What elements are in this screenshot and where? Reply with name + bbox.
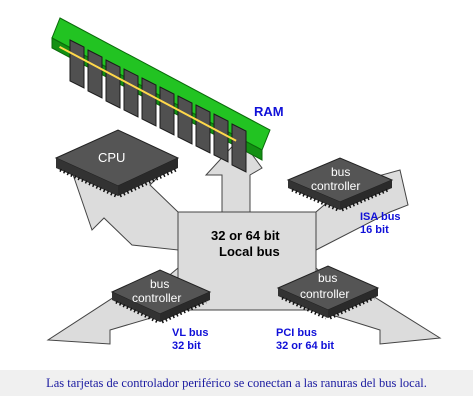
isa-controller-chip — [286, 157, 394, 212]
vl-chip-line2: controller — [132, 291, 181, 305]
pc-bus-diagram: RAM CPU 32 or 64 bit Local bus bus contr… — [46, 17, 442, 352]
pci-bus-width: 32 or 64 bit — [276, 340, 334, 352]
pci-chip-line1: bus — [318, 271, 337, 285]
isa-chip-line2: controller — [311, 179, 360, 193]
caption-bar: Las tarjetas de controlador periférico s… — [0, 370, 473, 396]
pci-controller-chip — [276, 265, 380, 320]
vl-bus-name: VL bus — [172, 327, 208, 339]
vl-bus-width: 32 bit — [172, 340, 201, 352]
vl-controller-chip — [110, 269, 212, 324]
isa-chip-line1: bus — [331, 165, 350, 179]
isa-bus-width: 16 bit — [360, 224, 389, 236]
ram-module — [51, 17, 271, 173]
local-bus-line2: Local bus — [219, 244, 280, 259]
figure-caption: Las tarjetas de controlador periférico s… — [46, 375, 427, 390]
local-bus-line1: 32 or 64 bit — [211, 228, 280, 243]
ram-label: RAM — [254, 104, 284, 119]
isa-bus-name: ISA bus — [360, 211, 401, 223]
cpu-chip — [54, 129, 180, 198]
pci-bus-name: PCI bus — [276, 327, 317, 339]
vl-chip-line1: bus — [150, 277, 169, 291]
pci-chip-line2: controller — [300, 287, 349, 301]
cpu-label: CPU — [98, 150, 125, 165]
